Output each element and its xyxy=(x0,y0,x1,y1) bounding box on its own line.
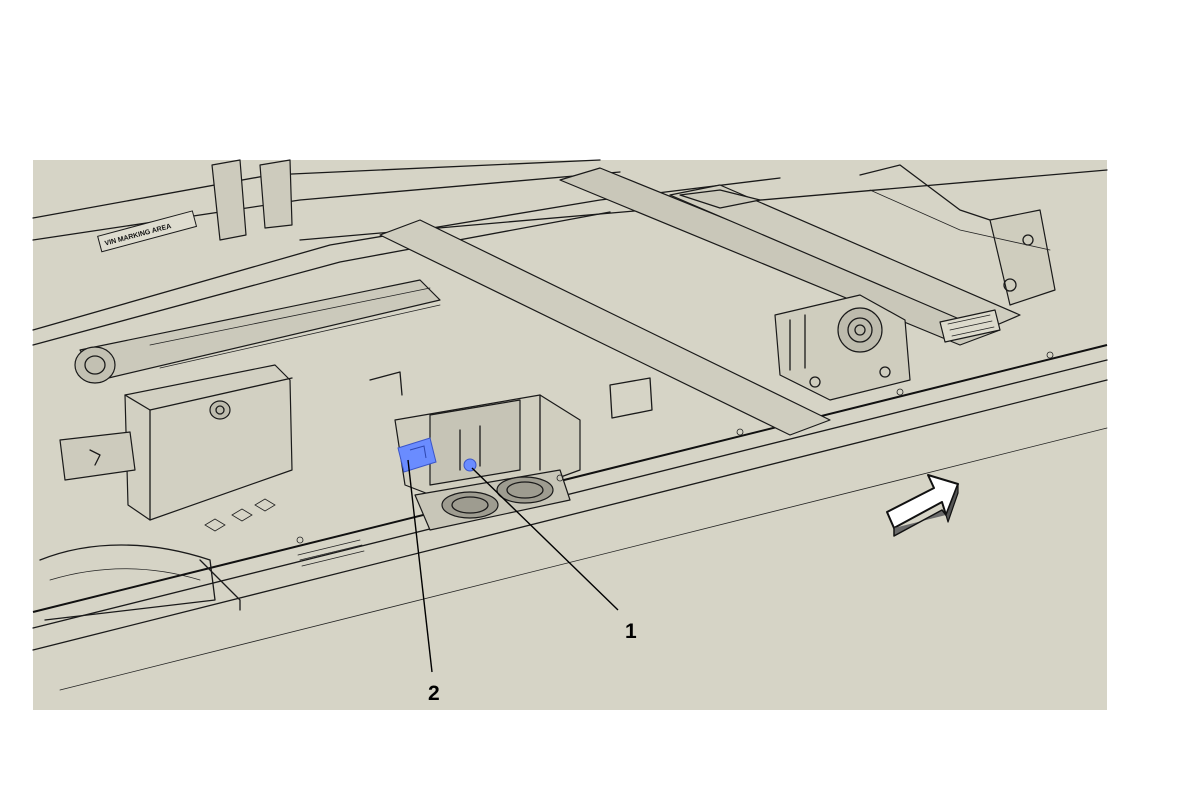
leader-line-2 xyxy=(407,459,433,673)
highlighted-connector xyxy=(397,437,437,473)
callout-1: 1 xyxy=(625,620,637,643)
callout-2: 2 xyxy=(428,682,440,705)
direction-arrow-icon xyxy=(886,474,959,537)
vehicle-underbody: VIN MARKING AREA xyxy=(32,159,1108,691)
leader-line-1 xyxy=(471,467,619,611)
